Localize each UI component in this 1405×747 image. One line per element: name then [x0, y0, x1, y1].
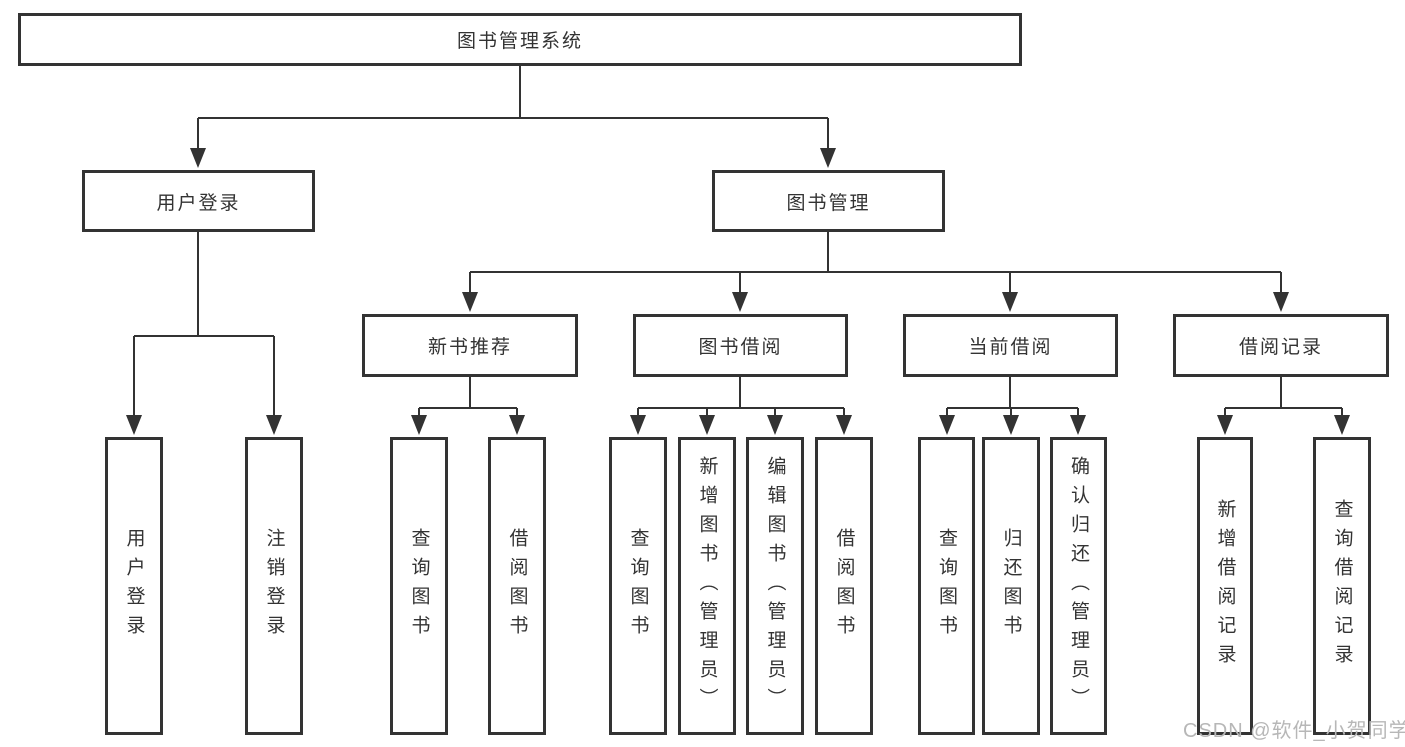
leaf-query-borrow-record: 查询借阅记录 [1313, 437, 1371, 735]
node-user-login: 用户登录 [82, 170, 315, 232]
leaf-confirm-return-admin: 确认归还（管理员） [1050, 437, 1107, 735]
connector-book-management [469, 232, 1282, 294]
connector-root [197, 66, 829, 150]
connector-new-book-recommend [418, 377, 518, 416]
leaf-user-login: 用户登录 [105, 437, 163, 735]
csdn-watermark: CSDN @软件_小贺同学 [1183, 720, 1405, 742]
leaf-borrow-books-recommend: 借阅图书 [488, 437, 546, 735]
node-current-borrow: 当前借阅 [903, 314, 1118, 377]
leaf-add-books-admin: 新增图书（管理员） [678, 437, 736, 735]
leaf-query-books-current: 查询图书 [918, 437, 975, 735]
node-library-management-system: 图书管理系统 [18, 13, 1022, 66]
leaf-borrow-books: 借阅图书 [815, 437, 873, 735]
leaf-logout: 注销登录 [245, 437, 303, 735]
connector-borrow-records [1224, 377, 1343, 416]
leaf-query-books-borrow: 查询图书 [609, 437, 667, 735]
node-new-book-recommend: 新书推荐 [362, 314, 578, 377]
connector-book-borrow [637, 377, 845, 416]
node-book-management: 图书管理 [712, 170, 945, 232]
node-borrow-records: 借阅记录 [1173, 314, 1389, 377]
leaf-query-books-recommend: 查询图书 [390, 437, 448, 735]
connector-current-borrow [946, 377, 1079, 416]
leaf-edit-books-admin: 编辑图书（管理员） [746, 437, 804, 735]
connector-user-login [133, 232, 275, 416]
leaf-add-borrow-record: 新增借阅记录 [1197, 437, 1253, 735]
node-book-borrow: 图书借阅 [633, 314, 848, 377]
leaf-return-books: 归还图书 [982, 437, 1040, 735]
